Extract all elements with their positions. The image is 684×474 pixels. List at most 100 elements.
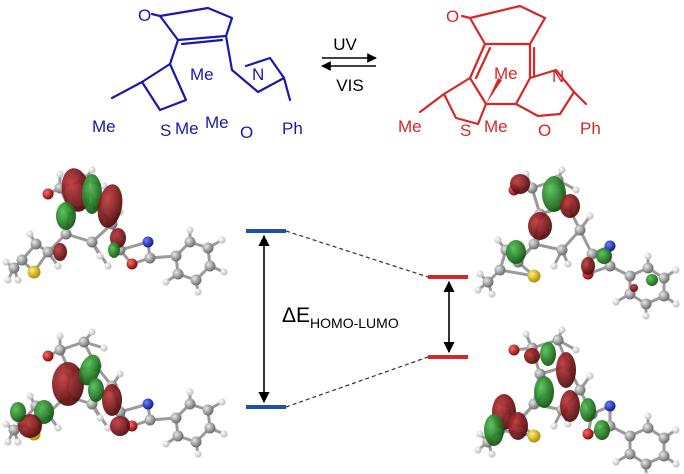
carbon-atom bbox=[642, 422, 654, 434]
hydrogen-atom bbox=[88, 166, 96, 174]
hydrogen-atom bbox=[612, 298, 620, 306]
hydrogen-atom bbox=[104, 262, 112, 270]
carbon-atom bbox=[640, 458, 652, 470]
closed-ph-label: Ph bbox=[580, 119, 601, 138]
open-double-bond bbox=[180, 38, 224, 46]
open-me-mid-label: Me bbox=[205, 113, 229, 132]
open-carbonyl-bond bbox=[150, 12, 162, 18]
orbital-lobe-negative bbox=[596, 248, 612, 264]
orbital-lobe-positive bbox=[581, 257, 595, 275]
orbital-lobe-positive bbox=[528, 212, 552, 240]
closed-n-label: N bbox=[552, 67, 564, 86]
closed-o-ring-label: O bbox=[538, 121, 551, 140]
hydrogen-atom bbox=[220, 430, 228, 438]
oxygen-atom bbox=[126, 258, 138, 270]
vis-label: VIS bbox=[336, 76, 363, 95]
carbon-atom bbox=[574, 224, 586, 236]
hydrogen-atom bbox=[54, 262, 62, 270]
closed-wedge-bond bbox=[486, 78, 502, 104]
closed-carbonyl-bond bbox=[460, 14, 472, 20]
carbon-atom bbox=[170, 412, 182, 424]
hydrogen-atom bbox=[194, 450, 202, 458]
homo-correlation-line bbox=[285, 356, 429, 408]
orbital-lobe-positive bbox=[97, 184, 123, 228]
carbon-atom bbox=[658, 290, 670, 302]
carbon-atom bbox=[642, 262, 654, 274]
orbital-lobe-positive bbox=[102, 384, 122, 416]
hydrogen-atom bbox=[494, 236, 502, 244]
hydrogen-atom bbox=[642, 312, 650, 320]
open-isomer-structure bbox=[110, 6, 292, 112]
carbon-atom bbox=[8, 262, 20, 274]
closed-isomer-structure bbox=[418, 4, 588, 126]
hydrogen-atom bbox=[4, 438, 12, 446]
hydrogen-atom bbox=[218, 236, 226, 244]
carbon-atom bbox=[54, 344, 66, 356]
hydrogen-atom bbox=[26, 392, 34, 400]
closed-ring-bond bbox=[468, 4, 522, 20]
carbon-atom bbox=[184, 236, 196, 248]
open-s-label: S bbox=[160, 121, 171, 140]
orbital-lobe-positive bbox=[556, 352, 576, 388]
open-o-ring-label: O bbox=[240, 123, 253, 142]
carbon-atom bbox=[658, 432, 670, 444]
carbon-atom bbox=[144, 252, 156, 264]
lumo-correlation-line bbox=[285, 230, 429, 278]
orbital-lobe-negative bbox=[506, 240, 526, 264]
carbon-atom bbox=[8, 424, 20, 436]
carbon-atom bbox=[640, 298, 652, 310]
carbon-atom bbox=[60, 228, 72, 240]
orbital-lobe-positive bbox=[510, 174, 530, 194]
hydrogen-atom bbox=[612, 458, 620, 466]
orbital-lobe-positive bbox=[630, 284, 638, 292]
hydrogen-atom bbox=[54, 424, 62, 432]
hydrogen-atom bbox=[88, 328, 96, 336]
carbon-atom bbox=[202, 242, 214, 254]
carbon-atom bbox=[624, 448, 636, 460]
hydrogen-atom bbox=[56, 332, 64, 340]
orbital-lobe-negative bbox=[484, 414, 504, 446]
carbon-atom bbox=[172, 268, 184, 280]
carbon-atom bbox=[556, 244, 568, 256]
orbital-lobe-negative bbox=[108, 242, 120, 258]
hydrogen-atom bbox=[672, 460, 680, 468]
hydrogen-atom bbox=[186, 226, 194, 234]
closed-me-top-label: Me bbox=[494, 64, 518, 83]
open-carbonyl-o-label: O bbox=[138, 6, 151, 25]
closed-thiophene-ring bbox=[442, 76, 488, 126]
hydrogen-atom bbox=[586, 372, 594, 380]
open-n-label: N bbox=[252, 65, 264, 84]
orbital-lobe-negative bbox=[534, 376, 554, 408]
closed-cyclopentenone-ring bbox=[468, 4, 547, 46]
sulfur-atom bbox=[527, 429, 541, 443]
orbital-lobe-negative bbox=[88, 378, 104, 402]
closed-oxazole-ring bbox=[514, 68, 576, 118]
hydrogen-atom bbox=[220, 268, 228, 276]
hydrogen-atom bbox=[2, 420, 10, 428]
closed-phenyl-bond bbox=[572, 90, 588, 106]
orbital-lobe-negative bbox=[79, 354, 101, 386]
hydrogen-atom bbox=[96, 252, 104, 260]
hydrogen-atom bbox=[672, 266, 680, 274]
open-me-left-label: Me bbox=[92, 117, 116, 136]
hydrogen-atom bbox=[162, 440, 170, 448]
closed-double-bond-1 bbox=[474, 46, 492, 80]
orbital-lobe-negative bbox=[56, 202, 76, 230]
hydrogen-atom bbox=[218, 398, 226, 406]
hydrogen-atom bbox=[644, 412, 652, 420]
hydrogen-atom bbox=[186, 388, 194, 396]
hydrogen-atom bbox=[550, 422, 558, 430]
carbon-atom bbox=[624, 430, 636, 442]
open-thiophene-methyl-bond bbox=[110, 80, 144, 100]
orbital-lobe-positive bbox=[560, 390, 580, 422]
hydrogen-atom bbox=[474, 446, 482, 454]
uv-label: UV bbox=[333, 35, 357, 54]
oxygen-atom bbox=[508, 344, 520, 356]
carbon-atom bbox=[494, 264, 506, 276]
carbon-atom bbox=[170, 250, 182, 262]
carbon-atom bbox=[204, 422, 216, 434]
carbon-atom bbox=[552, 334, 564, 346]
hydrogen-atom bbox=[116, 370, 124, 378]
hydrogen-atom bbox=[558, 326, 566, 334]
